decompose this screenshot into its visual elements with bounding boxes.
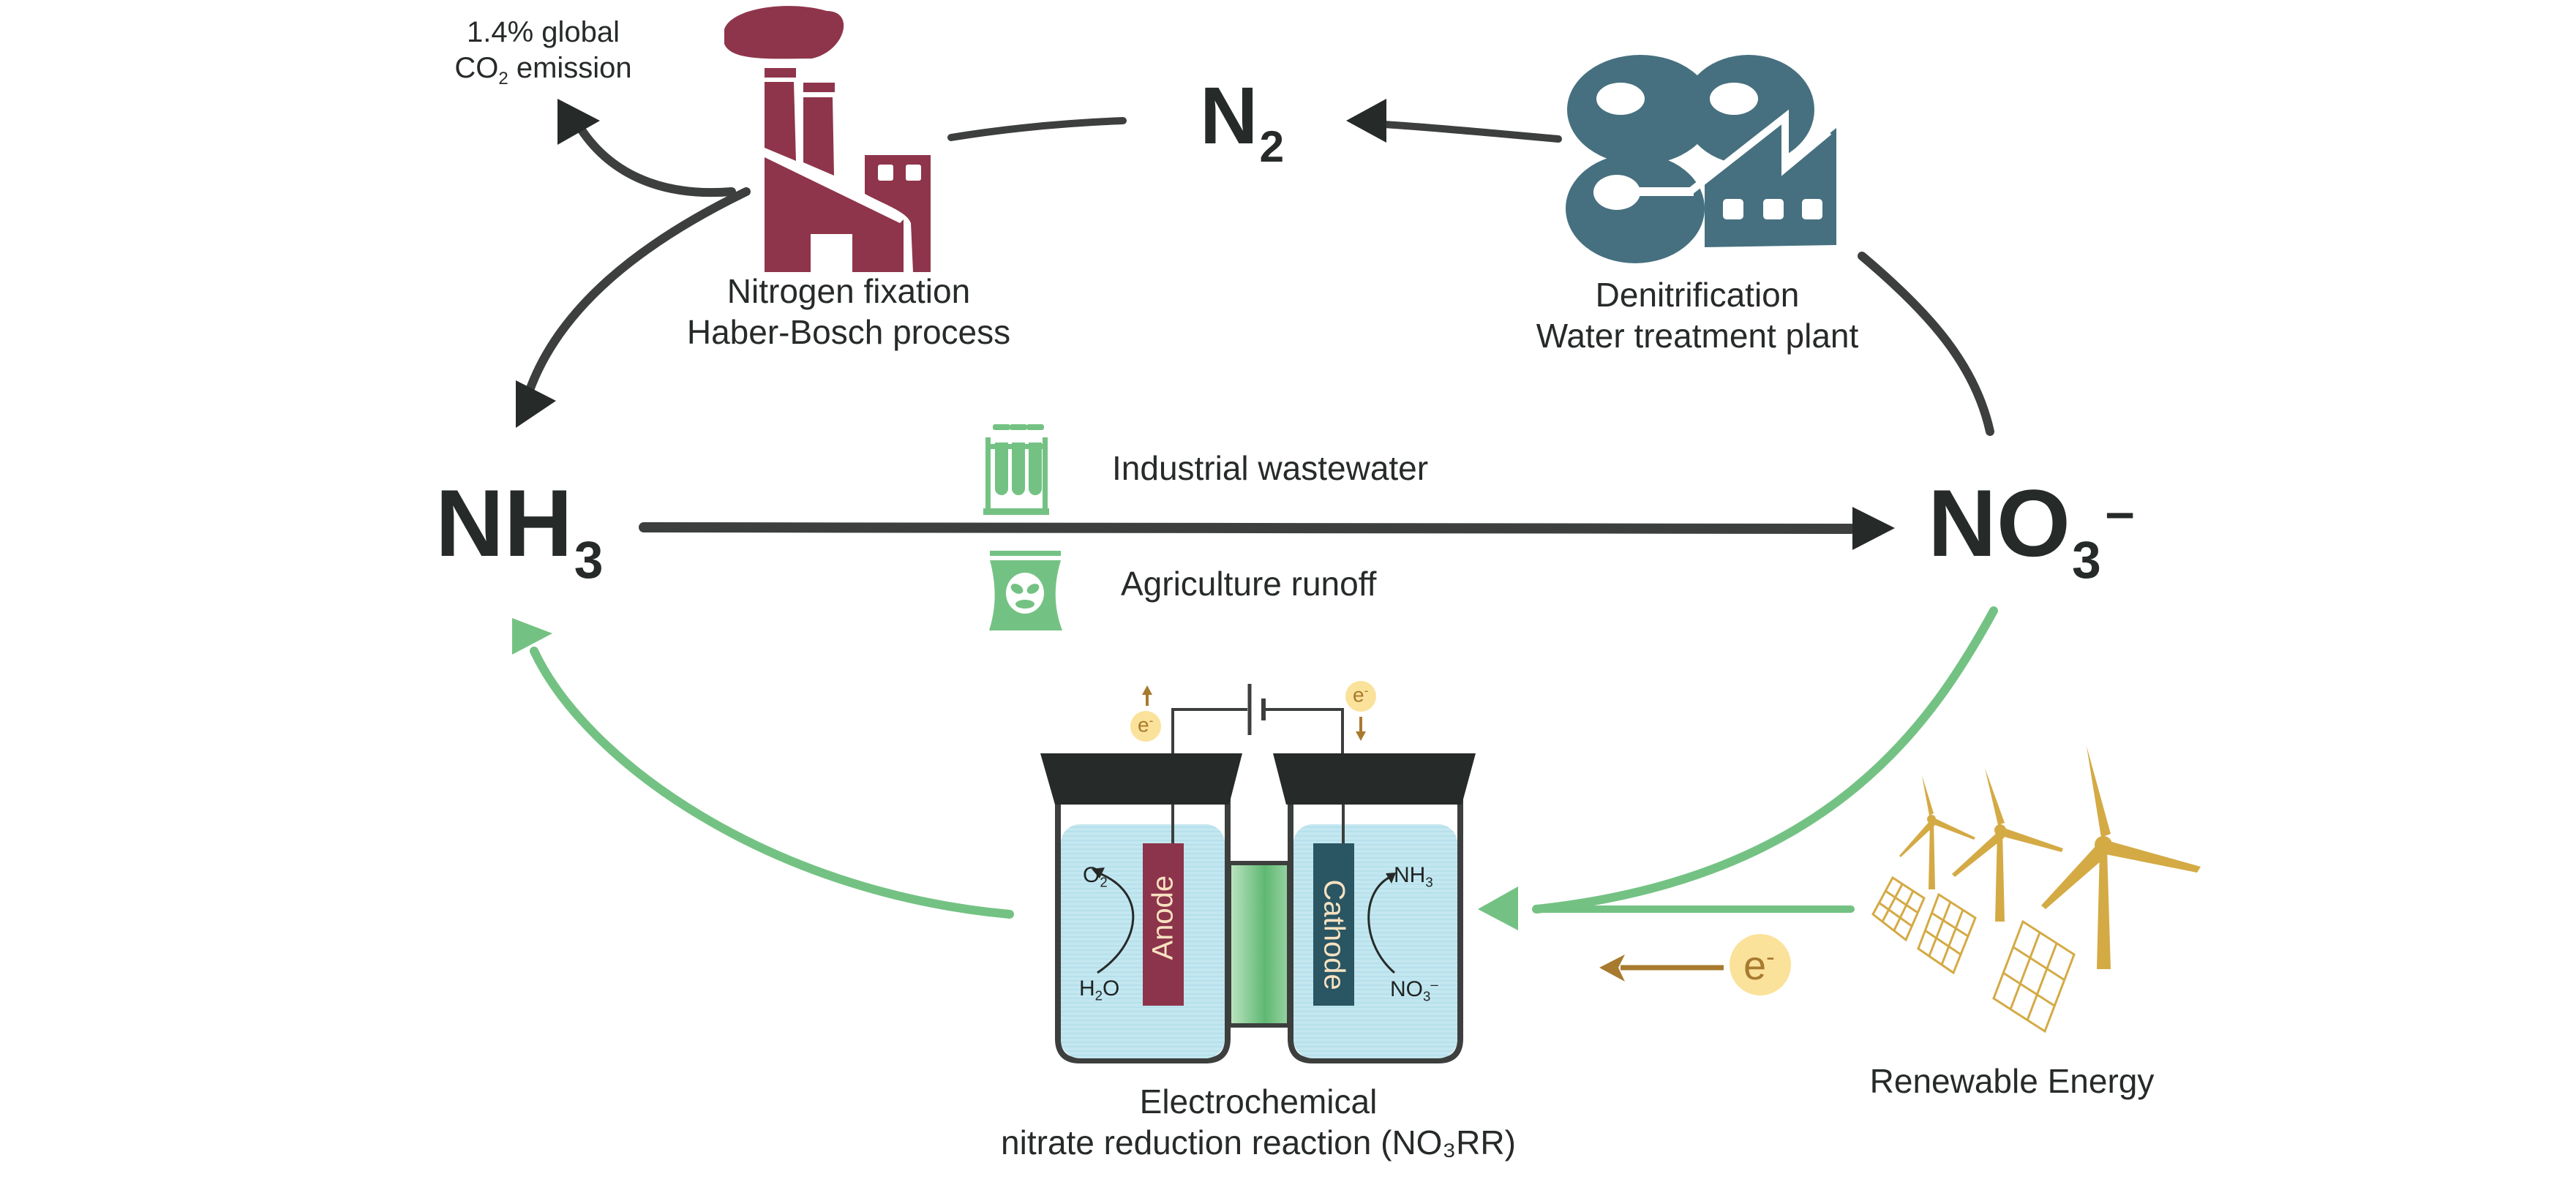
n2-label: N2 bbox=[1200, 71, 1285, 172]
arrow-n2-to-haber bbox=[947, 117, 1127, 141]
nh3-label: NH3 bbox=[435, 470, 604, 590]
electron-label-renewable: e- bbox=[1743, 942, 1775, 988]
arrow-haber-to-co2 bbox=[574, 120, 736, 197]
wind-solar-icon bbox=[1899, 746, 2201, 969]
cathode-reaction-arrow bbox=[1367, 875, 1395, 974]
arrowhead-no3 bbox=[1852, 507, 1895, 550]
anode-electrode bbox=[1143, 843, 1184, 1006]
agriculture-runoff-label: Agriculture runoff bbox=[1121, 565, 1377, 603]
anode-label: Anode bbox=[1146, 875, 1179, 960]
denitrification-label: Denitrification Water treatment plant bbox=[1536, 276, 1859, 355]
factory-icon bbox=[724, 6, 931, 272]
fertilizer-bag-icon bbox=[989, 551, 1062, 630]
solar-panel-icon bbox=[1871, 875, 2076, 1033]
haber-bosch-label: Nitrogen fixation Haber-Bosch process bbox=[686, 272, 1011, 352]
arrowhead-nh3-green bbox=[512, 618, 552, 655]
cathode-label: Cathode bbox=[1318, 879, 1351, 990]
arrowhead-cell bbox=[1478, 886, 1518, 930]
arrow-haber-to-nh3 bbox=[522, 187, 751, 403]
industrial-wastewater-label: Industrial wastewater bbox=[1112, 449, 1429, 487]
arrowhead-n2 bbox=[1346, 99, 1386, 143]
anode-reaction-arrow bbox=[1097, 871, 1135, 974]
membrane bbox=[1227, 861, 1291, 1028]
electrochemical-cell bbox=[1040, 681, 1476, 1063]
renewable-energy-label: Renewable Energy bbox=[1869, 1062, 2155, 1100]
arrow-down-icon bbox=[1356, 731, 1366, 741]
cathode-product-nh3: NH3 bbox=[1394, 863, 1433, 890]
wire-anode bbox=[1171, 708, 1247, 753]
arrow-up-icon bbox=[1142, 685, 1152, 695]
test-tubes-icon bbox=[983, 424, 1049, 515]
arrow-nh3-to-no3 bbox=[639, 522, 1856, 534]
cathode-electrode bbox=[1313, 843, 1354, 1006]
arrow-left-icon bbox=[1599, 954, 1625, 982]
electron-icon bbox=[1130, 711, 1161, 742]
co2-emission-label: 1.4% global CO2 emission bbox=[454, 16, 632, 89]
arrow-cell-to-nh3 bbox=[530, 647, 1014, 919]
arrow-no3-to-cell bbox=[1532, 606, 1998, 914]
lid-cathode bbox=[1273, 753, 1476, 805]
anode-reactant-h2o: H2O bbox=[1079, 976, 1120, 1003]
lid-anode bbox=[1040, 753, 1242, 805]
water-treatment-plant-icon bbox=[1566, 55, 1836, 263]
arrowhead-nh3 bbox=[516, 380, 556, 428]
electron-icon bbox=[1345, 681, 1376, 712]
electron-icon bbox=[1730, 934, 1791, 995]
anode-product-o2: O2 bbox=[1083, 863, 1108, 890]
arrowhead-co2 bbox=[557, 99, 600, 145]
arrow-plant-to-n2 bbox=[1357, 119, 1562, 143]
electron-label-anode: e- bbox=[1138, 713, 1154, 737]
arrow-no3-to-plant bbox=[1858, 252, 1994, 436]
electron-label-cathode: e- bbox=[1353, 683, 1369, 707]
cathode-reactant-no3: NO3– bbox=[1390, 976, 1438, 1004]
wire-cathode bbox=[1266, 708, 1344, 753]
no3-label: NO3– bbox=[1928, 470, 2135, 590]
no3rr-label: Electrochemical nitrate reduction reacti… bbox=[1001, 1082, 1516, 1162]
